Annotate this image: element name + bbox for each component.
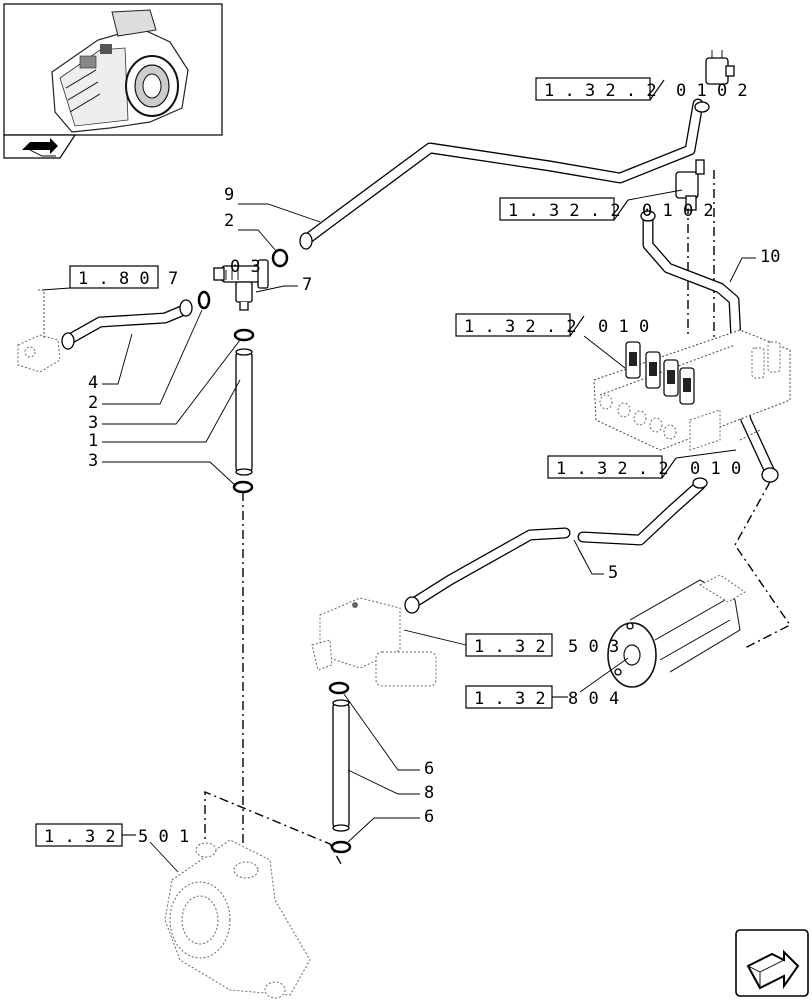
seal-ring-3b[interactable] [232, 480, 254, 494]
ghost-cylinder-1-32-8[interactable] [607, 574, 746, 688]
ref-suffix: 5 0 1 [138, 827, 189, 847]
callout-number: 4 [88, 373, 98, 393]
seal-ring-2b[interactable] [197, 290, 211, 310]
ref-box-1-32-2-top[interactable]: 1 . 3 2 . 2 0 1 0 2 [535, 77, 748, 101]
callout-2b[interactable]: 2 [88, 309, 203, 413]
seal-ring-6a[interactable] [328, 681, 350, 695]
ghost-coupling-1-80 [17, 289, 61, 373]
pipe-5[interactable] [406, 479, 706, 610]
callout-8[interactable]: 8 [347, 769, 434, 803]
callout-6a[interactable]: 6 [343, 693, 434, 779]
callout-number: 1 [88, 431, 98, 451]
mid-connector-fitting [675, 159, 705, 211]
seal-ring-2a[interactable] [271, 248, 289, 268]
top-connector-fitting [705, 50, 735, 85]
callout-number: 10 [760, 247, 780, 267]
callout-number: 5 [608, 563, 618, 583]
ref-label: 1 . 3 2 [474, 637, 546, 657]
ref-label: 1 . 3 2 . 2 [508, 201, 621, 221]
ref-label: 1 . 3 2 [474, 689, 546, 709]
ref-suffix: 0 3 [230, 257, 261, 277]
ghost-gearbox-1-32-5 [311, 597, 437, 687]
ref-suffix: 0 1 0 2 [676, 81, 748, 101]
control-valve-block[interactable] [593, 329, 791, 451]
callout-5[interactable]: 5 [573, 539, 618, 583]
callout-number: 9 [224, 185, 234, 205]
assembly-lines [204, 170, 792, 865]
callout-number: 6 [424, 759, 434, 779]
callout-7[interactable]: 7 [255, 275, 312, 295]
ref-box-1-32-2-mid[interactable]: 1 . 3 2 . 2 0 1 0 2 [499, 189, 714, 221]
pipe-8[interactable] [332, 699, 350, 832]
solenoid-stack [625, 341, 781, 405]
callout-number: 2 [224, 211, 234, 231]
ref-suffix: 0 1 0 [598, 317, 649, 337]
valve-ports [599, 394, 761, 451]
callout-4[interactable]: 4 [88, 333, 133, 393]
callout-2a[interactable]: 2 [224, 211, 278, 253]
seal-ring-3a[interactable] [233, 328, 255, 342]
tee-fitting-7[interactable] [213, 259, 269, 311]
transmission-housing-icon [51, 9, 189, 133]
ref-suffix: 5 0 3 [568, 637, 619, 657]
ref-suffix: 0 1 0 2 [642, 201, 714, 221]
callout-number: 7 [302, 275, 312, 295]
callout-10[interactable]: 10 [729, 247, 780, 283]
callout-number: 3 [88, 451, 98, 471]
ref-suffix: 0 1 0 [690, 459, 741, 479]
ref-label: 1 . 3 2 [44, 827, 116, 847]
pipe-end-fittings [61, 101, 779, 614]
callout-number: 8 [424, 783, 434, 803]
callout-9[interactable]: 9 [224, 185, 321, 223]
seal-ring-6b[interactable] [330, 840, 352, 854]
callout-number: 6 [424, 807, 434, 827]
callout-1[interactable]: 1 [88, 379, 241, 451]
ref-box-1-32-2-valve[interactable]: 1 . 3 2 . 2 0 1 0 [455, 313, 649, 369]
pipe-1[interactable] [235, 348, 253, 476]
callout-3a[interactable]: 3 [88, 339, 241, 433]
callout-number: 3 [88, 413, 98, 433]
next-page-arrow-icon[interactable] [735, 929, 809, 997]
assembly-thumbnail-icon[interactable] [3, 3, 223, 159]
ref-label: 1 . 3 2 . 2 [544, 81, 657, 101]
callout-6b[interactable]: 6 [347, 807, 434, 843]
ref-box-1-32-2-lower[interactable]: 1 . 3 2 . 2 0 1 0 [547, 449, 741, 479]
ref-label: 1 . 8 0 [78, 269, 150, 289]
callout-number: 2 [88, 393, 98, 413]
ref-box-1-80[interactable]: 1 . 8 0 7 [41, 265, 178, 291]
ref-box-1-32-5-03[interactable]: 1 . 3 2 5 0 3 [403, 629, 619, 657]
ref-label-03[interactable]: 0 3 [230, 257, 261, 277]
ref-suffix: 8 0 4 [568, 689, 619, 709]
callout-3b[interactable]: 3 [88, 451, 237, 487]
ghost-housing-1-32-5-01 [164, 839, 311, 999]
pipe-9[interactable] [300, 98, 704, 246]
ref-label: 1 . 3 2 . 2 [464, 317, 577, 337]
pipe-4[interactable] [62, 304, 190, 346]
ref-box-1-32-8-04[interactable]: 1 . 3 2 8 0 4 [465, 657, 629, 709]
ref-label: 1 . 3 2 . 2 [556, 459, 669, 479]
ref-suffix: 7 [168, 269, 178, 289]
thumbnail-arrow-icon [22, 138, 58, 157]
ref-box-1-32-5-01[interactable]: 1 . 3 2 5 0 1 [35, 823, 189, 873]
